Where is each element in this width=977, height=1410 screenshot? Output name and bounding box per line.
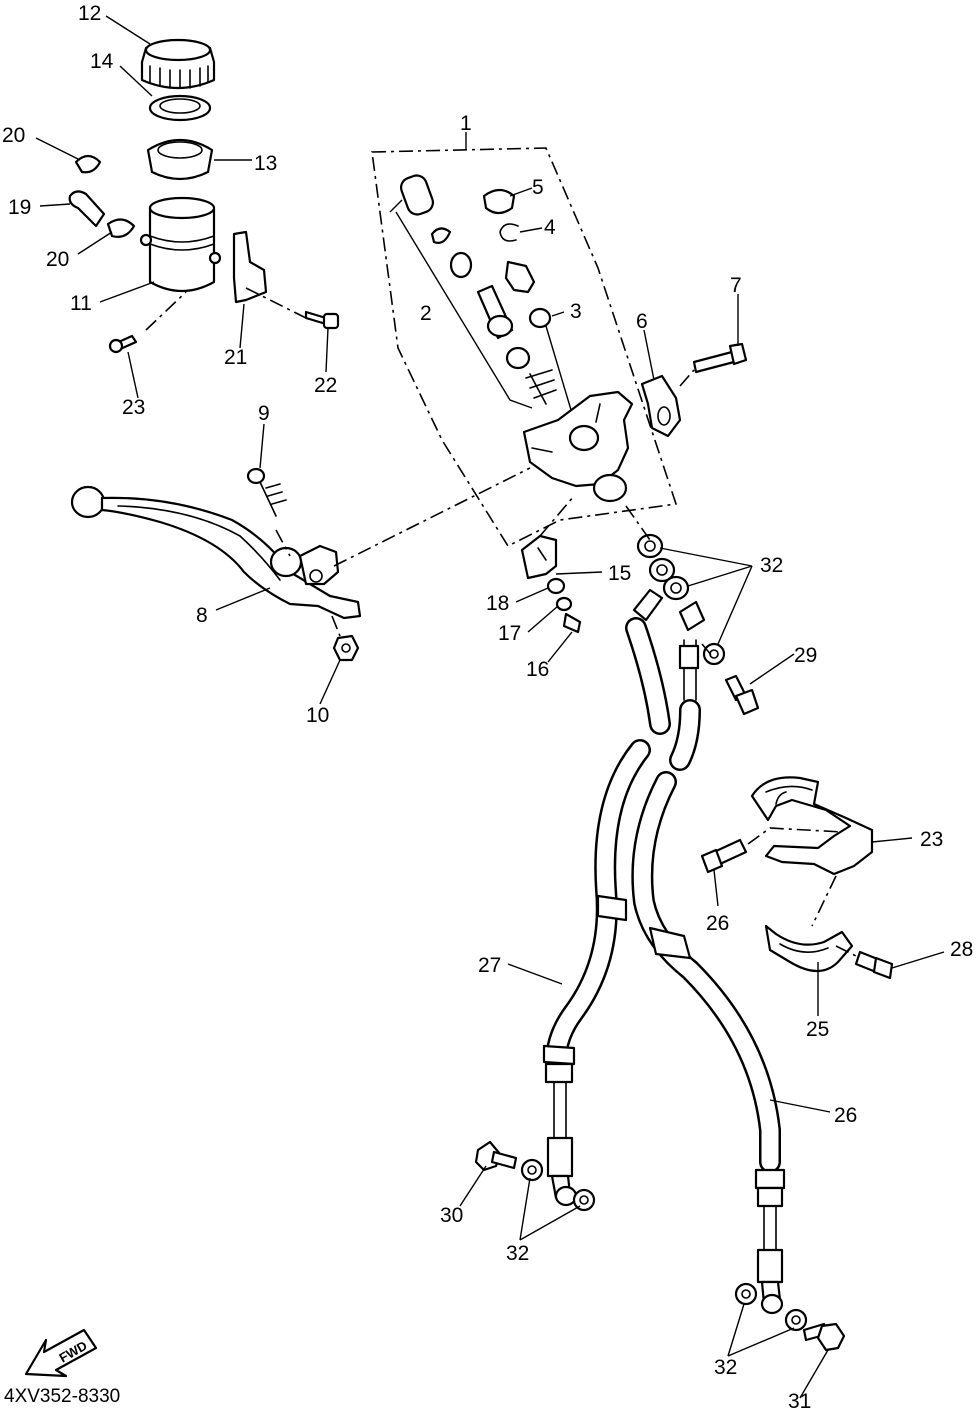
callout-29: 28 [950, 938, 973, 961]
bolt-29 [854, 950, 894, 980]
callout-5: 5 [532, 176, 544, 199]
callout-21: 21 [224, 346, 247, 369]
screw-23 [108, 334, 138, 354]
leader-lines [35, 15, 945, 1399]
diaphragm-13 [146, 139, 214, 181]
callout-24: 23 [920, 828, 943, 851]
callout-17: 17 [498, 622, 521, 645]
hose-guide-lines [747, 827, 857, 957]
callout-10: 10 [306, 704, 329, 727]
copper-washer-32-top [636, 533, 726, 666]
nut-10 [332, 634, 360, 662]
callout-16: 16 [526, 658, 549, 681]
piston-kit-leader-frame [389, 199, 533, 409]
callout-22: 22 [314, 374, 337, 397]
copper-washer-32-right [734, 1282, 808, 1332]
union-bolt-31-right [802, 1322, 846, 1352]
callout-31-left: 30 [440, 1204, 463, 1227]
diaphragm-plate-14 [148, 94, 212, 122]
callout-32-top: 32 [760, 554, 783, 577]
screw-16 [562, 612, 582, 634]
brake-lever-8 [70, 485, 362, 620]
hose-guide-24 [750, 776, 874, 876]
bolt-26 [700, 838, 748, 874]
reservoir-bracket-21 [232, 230, 268, 304]
callout-1: 1 [460, 112, 472, 135]
callout-3: 3 [570, 300, 582, 323]
hose-guide-25 [764, 924, 854, 973]
switch-mount-line [539, 495, 575, 537]
circlip-4 [499, 223, 519, 242]
lever-pivot-line [275, 467, 531, 637]
piston-kit-2 [400, 174, 557, 405]
master-cylinder-body [522, 390, 634, 503]
callout-15: 15 [608, 562, 631, 585]
master-cylinder-kit-outline-1 [371, 147, 678, 548]
callout-7: 7 [730, 274, 742, 297]
callout-8: 8 [196, 604, 208, 627]
callout-32-left: 32 [506, 1242, 529, 1265]
callout-2: 2 [420, 302, 432, 325]
callout-26: 26 [706, 912, 729, 935]
callout-6: 6 [636, 310, 648, 333]
forward-direction-arrow: FWD [24, 1328, 98, 1378]
callout-27: 26 [834, 1104, 857, 1127]
reservoir-cap-12 [140, 38, 216, 90]
reservoir-mount-line [145, 287, 307, 331]
callout-4: 4 [544, 216, 556, 239]
screw-22 [304, 310, 340, 330]
ball-3 [528, 307, 552, 329]
callout-9: 9 [258, 402, 270, 425]
brake-hose-28 [542, 588, 671, 1207]
upper-banjo-line [625, 505, 713, 657]
bolt-7 [692, 342, 748, 374]
diagram-code: 4XV352-8330 [4, 1386, 120, 1407]
callout-19: 19 [8, 196, 31, 219]
callout-23: 23 [122, 396, 145, 419]
reservoir-hose-19 [68, 190, 106, 228]
callout-18: 18 [486, 592, 509, 615]
reservoir-tank-11 [139, 196, 222, 292]
ball-to-body-line [545, 325, 575, 421]
callout-32-right: 32 [714, 1356, 737, 1379]
callout-28: 27 [478, 954, 501, 977]
union-bolt-31-left [474, 1140, 518, 1172]
callout-13: 13 [254, 152, 277, 175]
holder-6 [640, 374, 682, 438]
brake-hose-27 [631, 600, 786, 1315]
hose-clamp-20-bottom [106, 218, 136, 238]
callout-25: 25 [806, 1018, 829, 1041]
callout-11: 11 [70, 292, 92, 315]
washer-17 [555, 596, 573, 612]
pivot-bolt-9 [246, 467, 287, 517]
callout-12: 12 [78, 2, 101, 25]
spring-washer-18 [546, 577, 566, 595]
brake-switch-15 [520, 534, 558, 580]
callout-14: 14 [90, 50, 114, 73]
callout-20-bottom: 20 [46, 248, 69, 271]
push-rod-assembly [504, 260, 536, 294]
callout-31-right: 31 [788, 1390, 811, 1410]
hose-clamp-20-top [74, 154, 102, 174]
union-bolt-30 [724, 674, 760, 716]
callout-20-top: 20 [2, 124, 25, 147]
holder-bolt-line [679, 369, 695, 387]
dust-boot-5 [482, 188, 516, 215]
copper-washer-32-left [520, 1158, 596, 1212]
callout-30: 29 [794, 644, 817, 667]
